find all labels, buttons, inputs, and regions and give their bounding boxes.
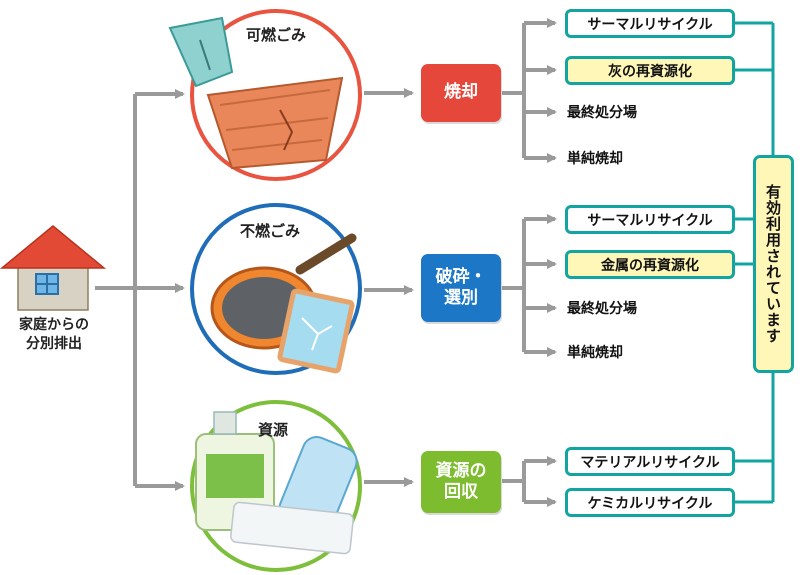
- nonburnable-circle: [190, 203, 362, 375]
- process-crush-sort: 破砕・ 選別: [421, 254, 501, 322]
- process-crush-sort-line2: 選別: [444, 288, 478, 308]
- process-to-output-connectors: [502, 18, 557, 507]
- process-resource-collection: 資源の 回収: [421, 451, 501, 513]
- house-icon: [0, 225, 107, 311]
- process-incineration: 焼却: [421, 64, 501, 122]
- source-connectors: [95, 89, 185, 491]
- burnable-circle: [168, 9, 362, 181]
- output-landfill-1: 最終処分場: [567, 105, 637, 121]
- output-metal-recycle: 金属の再資源化: [565, 250, 735, 279]
- source-label-line1: 家庭からの: [19, 317, 89, 333]
- resource-circle: [190, 400, 362, 572]
- summary-box: 有効利用されています: [753, 155, 794, 373]
- output-chemical-recycle: ケミカルリサイクル: [565, 488, 735, 517]
- source-label-line2: 分別排出: [26, 335, 82, 352]
- summary-text: 有効利用されています: [764, 184, 782, 344]
- burnable-label: 可燃ごみ: [246, 26, 307, 44]
- summary-connectors: [734, 21, 775, 504]
- nonburnable-label: 不燃ごみ: [240, 222, 301, 240]
- resource-label: 資源: [258, 421, 289, 439]
- bucket-icon: [168, 16, 234, 88]
- output-simple-incineration-2: 単純焼却: [567, 345, 623, 361]
- process-crush-sort-line1: 破砕・: [435, 266, 487, 287]
- source-label: 家庭からの 分別排出: [6, 316, 102, 354]
- output-thermal-recycle-1: サーマルリサイクル: [565, 9, 735, 38]
- category-to-process-arrows: [364, 88, 414, 487]
- output-material-recycle: マテリアルリサイクル: [565, 447, 735, 476]
- foam-tray-icon: [230, 501, 354, 555]
- output-landfill-2: 最終処分場: [567, 301, 637, 317]
- output-thermal-recycle-2: サーマルリサイクル: [565, 205, 735, 234]
- broken-glass-frame-icon: [277, 288, 355, 374]
- basket-icon: [206, 76, 344, 170]
- process-resource-collection-line1: 資源の: [435, 460, 487, 481]
- process-incineration-label: 焼却: [444, 82, 478, 103]
- process-resource-collection-line2: 回収: [444, 482, 478, 502]
- output-simple-incineration-1: 単純焼却: [567, 151, 623, 167]
- output-ash-recycle: 灰の再資源化: [565, 56, 735, 85]
